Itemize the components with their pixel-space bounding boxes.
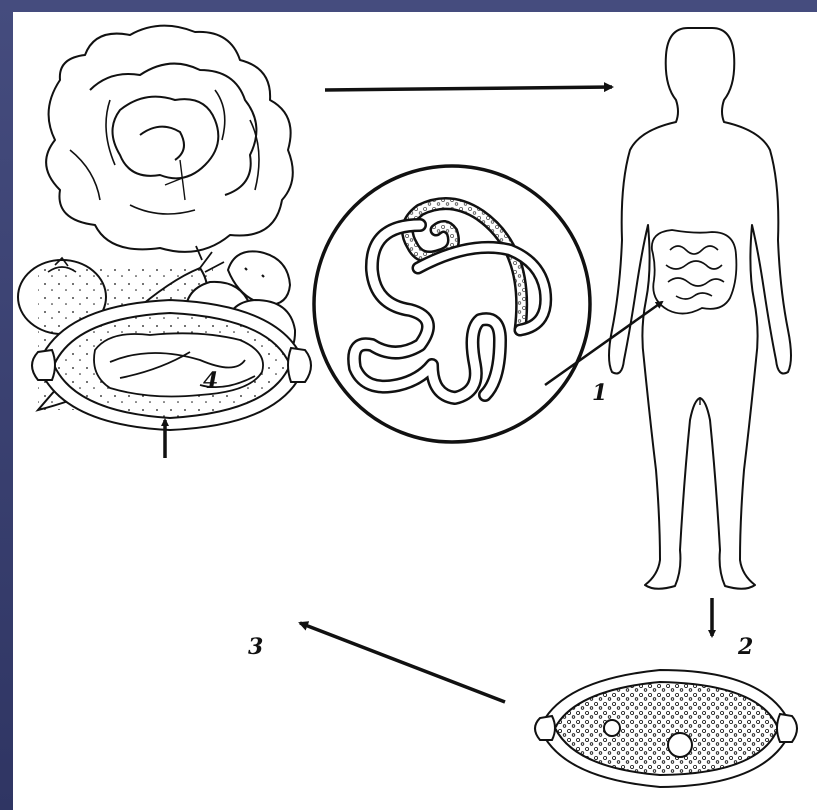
stage-label-1: 1: [592, 380, 607, 406]
intestine-icon: [652, 230, 737, 314]
arrow-food-to-host: [325, 87, 612, 90]
arrow-egg-to-larva: [300, 623, 505, 702]
stage-label-4: 4: [203, 368, 218, 394]
cabbage-icon: [46, 26, 293, 252]
stage-label-2: 2: [738, 634, 753, 660]
egg-icon: [535, 670, 797, 787]
stage-label-3: 3: [248, 634, 263, 660]
worm-magnified-icon: [314, 166, 590, 442]
